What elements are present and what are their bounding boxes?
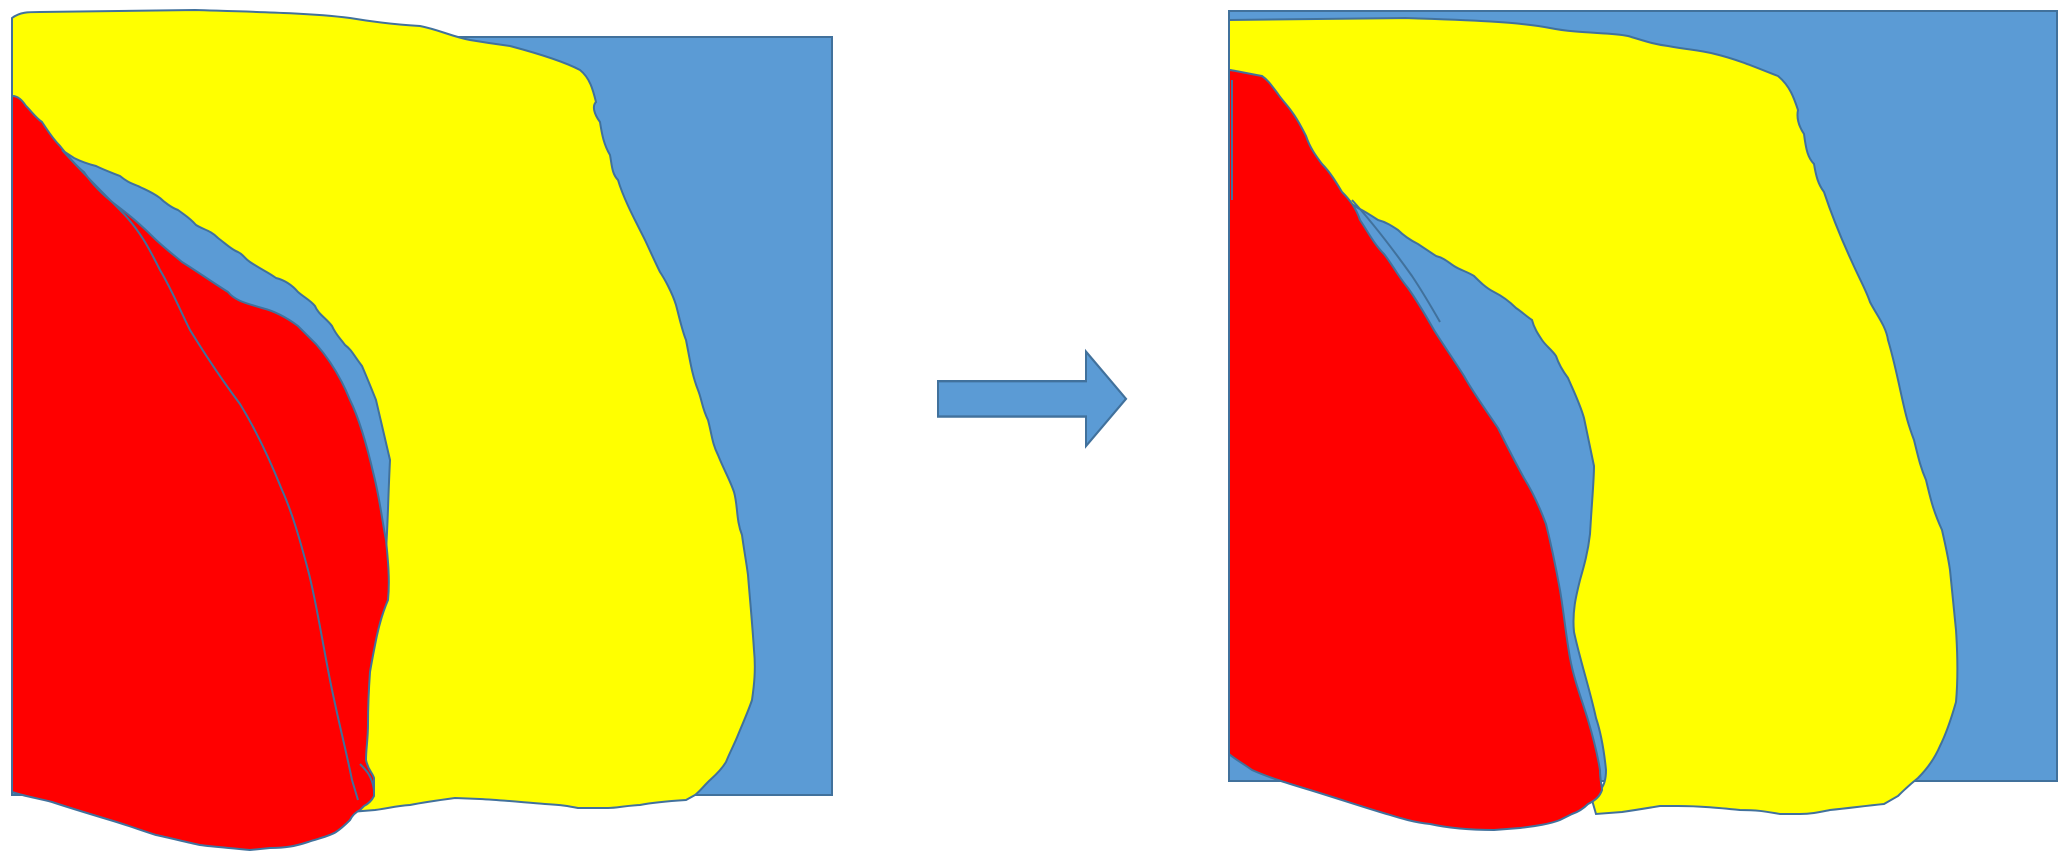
contour-line-left-1 bbox=[61, 149, 359, 801]
contour-line-right-1 bbox=[1351, 199, 1441, 323]
red-region-right bbox=[1228, 68, 1604, 832]
panel-after bbox=[1228, 10, 2058, 832]
yellow-region-left bbox=[11, 8, 756, 814]
right-arrow-icon bbox=[937, 348, 1128, 449]
contour-line-left-2 bbox=[359, 763, 375, 791]
panel-before bbox=[11, 8, 833, 852]
yellow-region-right bbox=[1228, 16, 1959, 816]
arrow-shape bbox=[937, 348, 1128, 449]
